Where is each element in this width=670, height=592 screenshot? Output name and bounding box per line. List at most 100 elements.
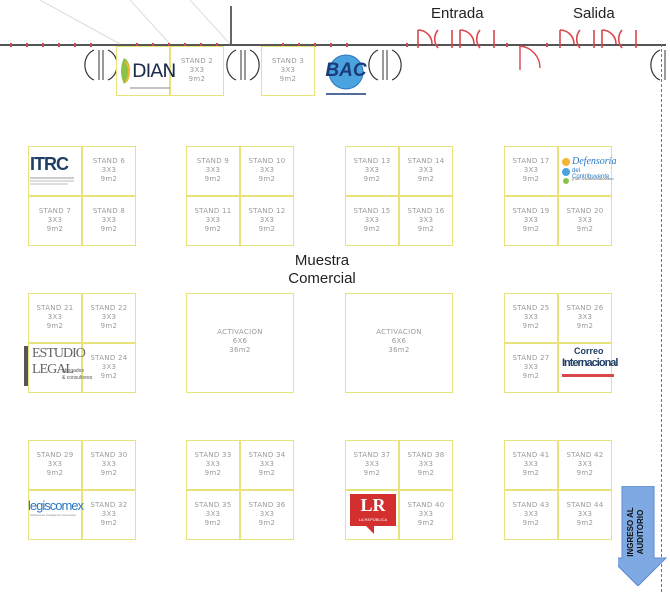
- stand-label-line: 9m2: [522, 372, 540, 380]
- stand-label-line: STAND 25: [512, 304, 550, 312]
- stand-label-line: STAND 36: [248, 501, 286, 509]
- stand-label-line: 3X3: [101, 313, 117, 321]
- stand-label-line: 9m2: [258, 225, 276, 233]
- ingreso-auditorio-arrow[interactable]: INGRESO AL AUDITORIO: [608, 485, 670, 587]
- stand-label-line: 3X3: [418, 166, 434, 174]
- stand-label-line: 9m2: [279, 75, 297, 83]
- stand-label-line: 3X3: [101, 166, 117, 174]
- wall-tick: [216, 43, 218, 47]
- entrance-doors[interactable]: [414, 26, 500, 56]
- stand-label-line: 9m2: [522, 469, 540, 477]
- stand-box[interactable]: [28, 490, 82, 540]
- auditorio-label: INGRESO AL AUDITORIO: [626, 494, 650, 570]
- stand-label-line: 3X3: [101, 363, 117, 371]
- stand-label-line: 6X6: [391, 337, 407, 345]
- stand-label-line: STAND 44: [566, 501, 604, 509]
- stand-box[interactable]: [28, 343, 82, 393]
- muestra-comercial-title: Muestra Comercial: [262, 252, 382, 288]
- stand-label-line: 3X3: [418, 216, 434, 224]
- stand-label-line: 3X3: [205, 166, 221, 174]
- legiscomex-logo: legiscomex Sistema de Inteligencia Comer…: [28, 498, 84, 522]
- stand-label-line: 9m2: [417, 225, 435, 233]
- stand-label-line: STAND 16: [407, 207, 445, 215]
- stand-label-line: 9m2: [46, 225, 64, 233]
- stand-label-line: STAND 17: [512, 157, 550, 165]
- stand-label-line: 3X3: [47, 460, 63, 468]
- stand-label-line: STAND 3: [271, 57, 305, 65]
- stand-label-line: 3X3: [577, 510, 593, 518]
- bac-logo: BAC: [320, 54, 372, 98]
- side-door-red[interactable]: [514, 42, 544, 76]
- stand-label-line: 3X3: [205, 460, 221, 468]
- auditorio-line-1: INGRESO AL: [626, 507, 635, 557]
- stand-label-line: STAND 15: [353, 207, 391, 215]
- down-arrow-icon: [608, 485, 668, 587]
- wall-tick: [298, 43, 300, 47]
- stand-label-line: STAND 11: [194, 207, 232, 215]
- stand-box[interactable]: [558, 343, 612, 393]
- stand-label-line: 3X3: [523, 363, 539, 371]
- exit-doors[interactable]: [556, 26, 642, 56]
- wall-tick: [90, 43, 92, 47]
- stand-label-line: ACTIVACION: [376, 328, 422, 336]
- stand-label-line: 3X3: [577, 460, 593, 468]
- stand-label-line: 9m2: [363, 175, 381, 183]
- stand-label-line: 3X3: [523, 216, 539, 224]
- exit-doors-svg: [559, 29, 637, 49]
- wall-tick: [506, 43, 508, 47]
- itrc-wordmark: ITRC: [30, 154, 69, 174]
- right-wall: [661, 44, 663, 592]
- stand-label-line: STAND 19: [512, 207, 550, 215]
- defensoria-mark-icon: [562, 158, 570, 184]
- stand-label-line: STAND 9: [196, 157, 230, 165]
- stand-label-line: 6X6: [232, 337, 248, 345]
- stand-box[interactable]: [28, 146, 82, 196]
